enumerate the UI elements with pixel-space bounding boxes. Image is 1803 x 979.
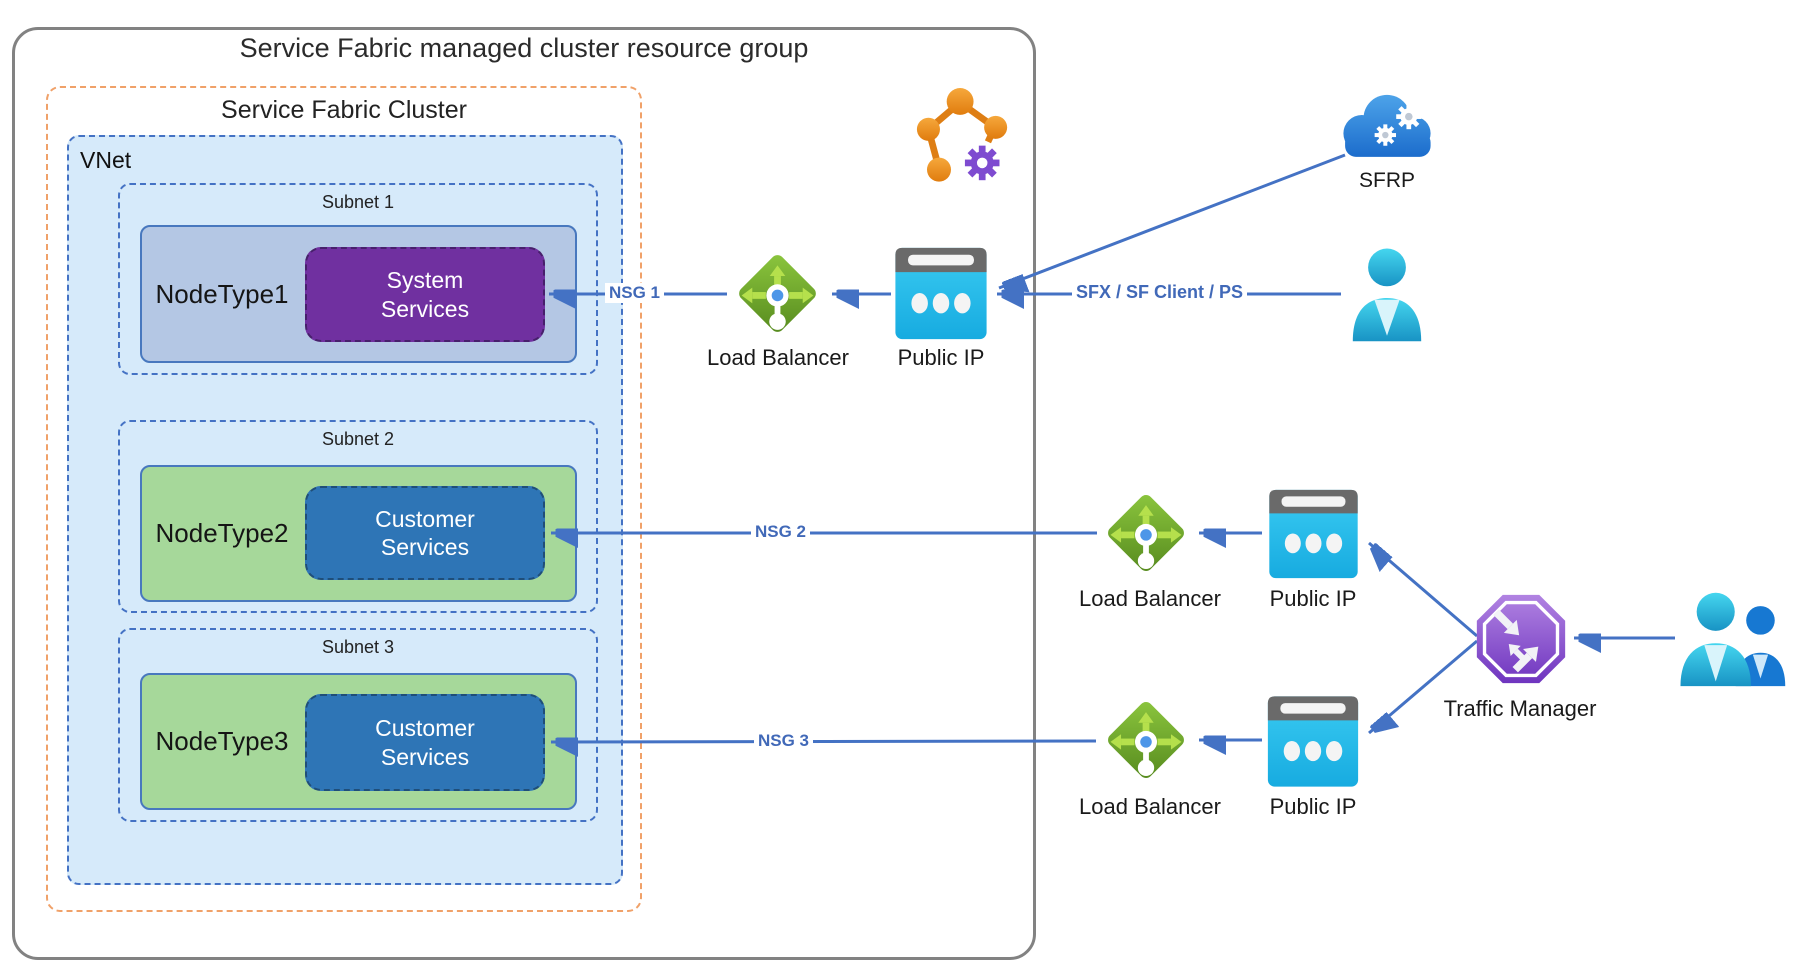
public-ip-icon-3 [1267,696,1359,787]
public-ip-label-3: Public IP [1269,794,1357,819]
public-ip-icon-1 [895,247,987,340]
customer-services-box-2: Customer Services [305,486,545,580]
subnet1-box [118,183,598,375]
traffic-manager-label: Traffic Manager [1443,696,1597,721]
nsg2-label: NSG 2 [751,522,811,542]
public-ip-label-1: Public IP [897,345,985,370]
system-services-box: System Services [305,247,545,342]
sfrp-cloud-icon [1343,94,1431,157]
public-ip-label-2: Public IP [1269,586,1357,611]
load-balancer-label-1: Load Balancer [707,345,849,370]
service-fabric-cluster-box [46,86,642,912]
front-user [1680,592,1751,687]
gear-icon [964,145,1000,181]
vnet-label: VNet [80,147,132,173]
subnet3-label: Subnet 3 [321,637,395,657]
traffic-manager-icon [1476,594,1566,684]
gear-icon [1374,124,1397,146]
subnet2-label: Subnet 2 [321,429,395,449]
load-balancer-label-3: Load Balancer [1079,794,1221,819]
system-services-label: System Services [380,267,470,322]
user-icon [1352,248,1422,342]
load-balancer-icon-3 [1105,699,1187,781]
client-path-label: SFX / SF Client / PS [1072,282,1248,303]
subnet2-box [118,420,598,613]
nsg1-label: NSG 1 [605,283,665,303]
load-balancer-icon-2 [1105,492,1187,574]
subnet3-box [118,628,598,822]
arrow-sfrp-to-publicip1 [998,153,1346,288]
gear-icon [1396,104,1422,130]
nodetype2-label: NodeType2 [155,518,289,548]
customer-services-label-2: Customer Services [375,505,475,560]
service-fabric-cluster-title: Service Fabric Cluster [221,96,467,124]
customer-services-box-3: Customer Services [305,694,545,791]
users-icon [1680,592,1786,687]
nodetype3-label: NodeType3 [155,726,289,756]
service-fabric-icon [916,88,1008,182]
load-balancer-icon-1 [739,255,816,332]
nodetype1-label: NodeType1 [155,278,289,309]
subnet1-label: Subnet 1 [321,192,395,212]
customer-services-label-3: Customer Services [375,715,475,770]
load-balancer-label-2: Load Balancer [1079,586,1221,611]
sfrp-label: SFRP [1358,169,1415,192]
public-ip-icon-2 [1269,489,1358,579]
resource-group-title: Service Fabric managed cluster resource … [239,33,809,63]
nsg3-label: NSG 3 [754,731,814,751]
